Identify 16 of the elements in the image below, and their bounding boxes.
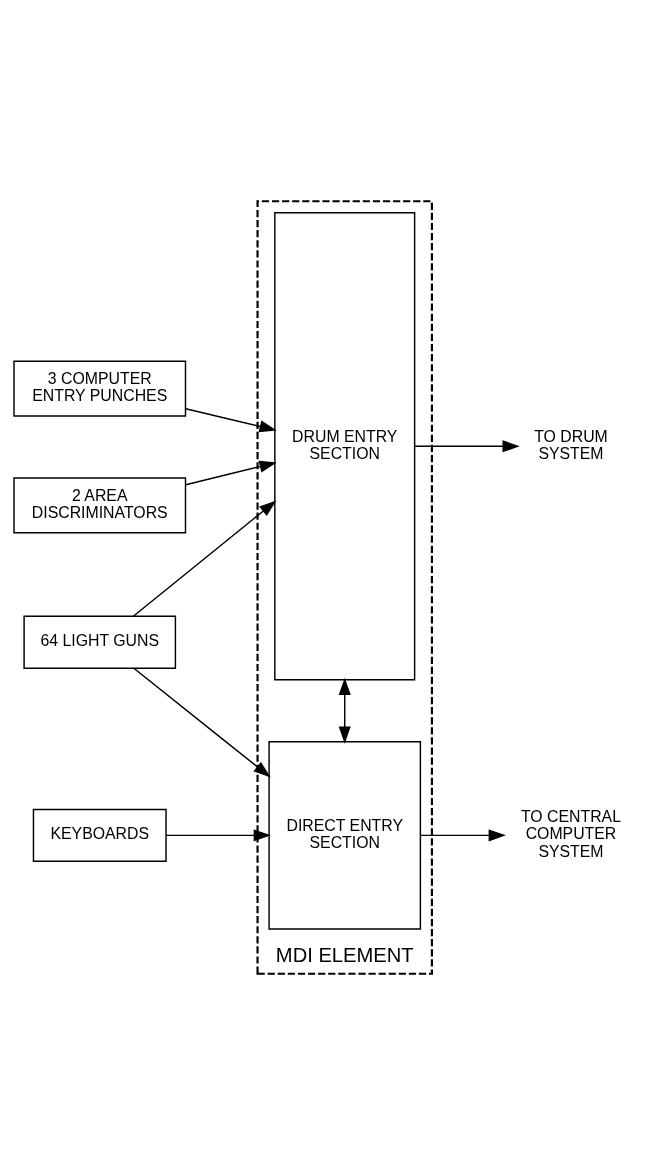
node-text: TO DRUM SYSTEM <box>534 427 608 462</box>
node-box: DRUM ENTRY SECTION <box>274 211 416 680</box>
node-box: KEYBOARDS <box>32 808 167 862</box>
arrow <box>185 460 277 485</box>
node-box: 3 COMPUTER ENTRY PUNCHES <box>13 360 187 417</box>
arrow <box>165 828 271 841</box>
node-box: 2 AREA DISCRIMINATORS <box>13 476 187 533</box>
arrow <box>419 828 506 841</box>
node-box: DIRECT ENTRY SECTION <box>268 740 422 930</box>
node-text: TO CENTRAL COMPUTER SYSTEM <box>520 807 622 860</box>
arrow <box>132 499 277 617</box>
arrow <box>414 439 520 452</box>
node-box: 64 LIGHT GUNS <box>23 615 177 669</box>
arrow <box>338 677 351 744</box>
arrow <box>133 667 271 777</box>
arrow <box>185 407 277 432</box>
